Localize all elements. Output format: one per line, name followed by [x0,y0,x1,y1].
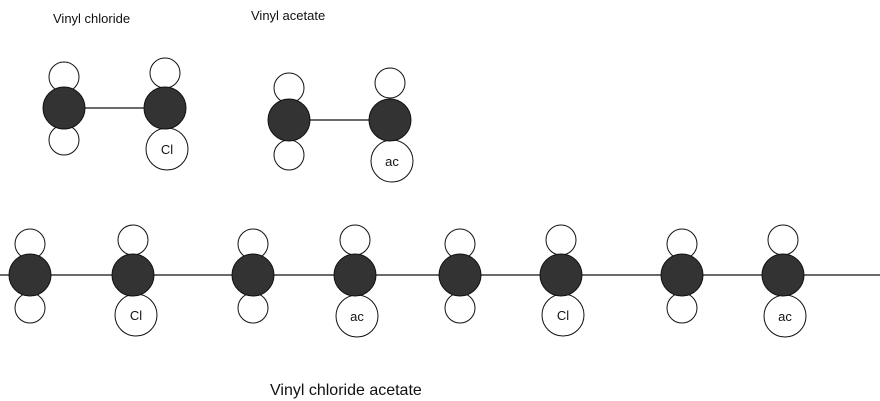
hydrogen-atom [117,224,149,256]
carbon-atom [438,253,482,297]
hydrogen-atom [14,292,46,324]
hydrogen-atom [666,292,698,324]
hydrogen-atom [444,292,476,324]
carbon-atom [231,253,275,297]
carbon-atom [111,253,155,297]
carbon-atom [761,253,805,297]
carbon-atom [8,253,52,297]
carbon-atom [333,253,377,297]
carbon-atom [267,98,311,142]
substituent-label: ac [778,309,792,324]
hydrogen-atom [339,224,371,256]
hydrogen-atom [767,224,799,256]
vinyl-chloride-title: Vinyl chloride [53,11,130,26]
hydrogen-atom [273,139,305,171]
substituent-label: ac [350,309,364,324]
hydrogen-atom [545,224,577,256]
substituent-label: Cl [130,308,142,323]
hydrogen-atom [149,57,181,89]
vinyl-chloride-molecule: Cl [42,57,189,171]
vinyl-acetate-molecule: ac [267,67,414,183]
copolymer-chain: Cl ac Cl ac [0,224,880,338]
carbon-atom [660,253,704,297]
vinyl-chloride-acetate-title: Vinyl chloride acetate [270,382,422,399]
substituent-label: ac [385,154,399,169]
hydrogen-atom [237,292,269,324]
hydrogen-atom [374,67,406,99]
carbon-atom [42,86,86,130]
carbon-atom [143,86,187,130]
substituent-label: Cl [161,142,173,157]
substituent-label: Cl [557,308,569,323]
carbon-atom [539,253,583,297]
carbon-atom [368,98,412,142]
vinyl-acetate-title: Vinyl acetate [251,8,325,23]
